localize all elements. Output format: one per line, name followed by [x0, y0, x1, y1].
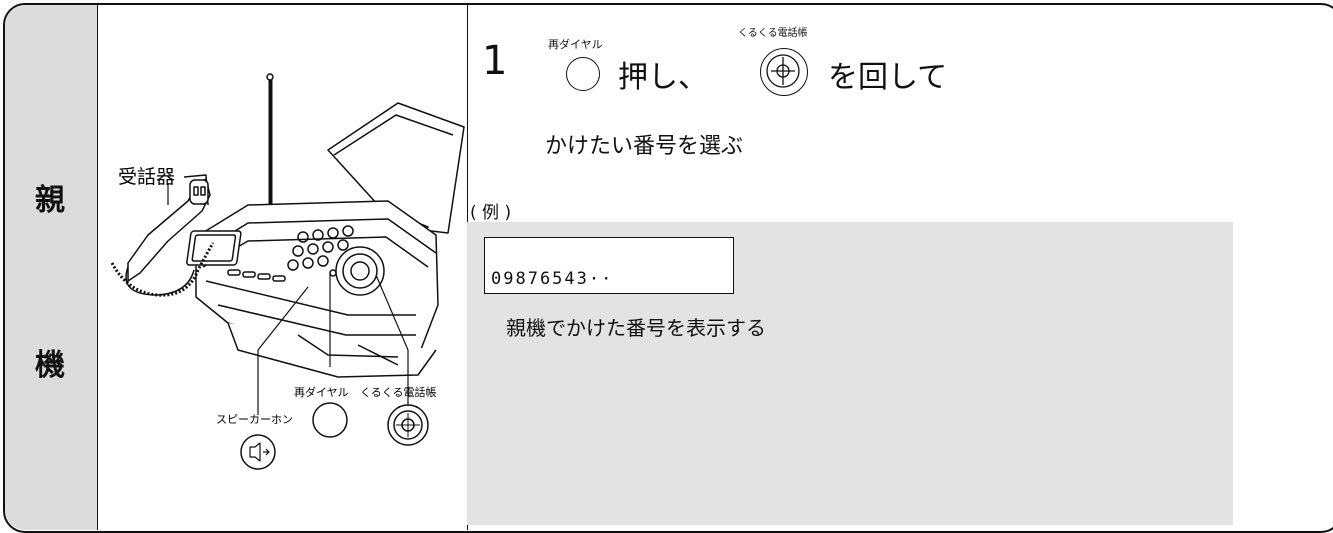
lcd-display: 09876543·· — [484, 237, 734, 294]
display-value: 09876543·· — [491, 269, 614, 289]
redial-label: 再ダイヤル — [294, 385, 349, 399]
jog-dial-icon — [335, 246, 385, 296]
handset-icon — [125, 174, 211, 296]
step-number: 1 — [482, 38, 508, 84]
redial-button-icon[interactable] — [566, 57, 600, 91]
example-label: ( 例 ) — [470, 203, 512, 223]
fax-illustration: 受話器 スピーカーホン 再ダイヤル くるくる電話帳 — [98, 5, 466, 525]
fax-body-icon — [195, 200, 439, 378]
redial-caption: 再ダイヤル — [548, 38, 603, 51]
phonebook-caption: くるくる電話帳 — [738, 28, 808, 39]
side-label-bottom: 機 — [35, 348, 65, 383]
rotate-text: を回して — [828, 60, 948, 95]
handset-label: 受話器 — [118, 166, 175, 188]
speaker-label: スピーカーホン — [216, 413, 293, 426]
coiled-cord-icon — [110, 242, 215, 297]
press-text: 押し、 — [618, 60, 708, 95]
lcd-screen-icon — [186, 230, 242, 266]
antenna-icon — [266, 73, 274, 217]
phonebook-label: くるくる電話帳 — [360, 385, 437, 399]
leader-lines — [167, 183, 409, 415]
step-sub-text: かけたい番号を選ぶ — [545, 134, 744, 159]
speaker-button-icon — [240, 434, 276, 470]
column-divider — [97, 5, 98, 530]
display-note: 親機でかけた番号を表示する — [506, 316, 766, 340]
jog-dial-button-icon[interactable] — [760, 48, 808, 96]
side-label-top: 親 — [35, 183, 65, 218]
phonebook-dial-icon — [387, 404, 429, 446]
side-label-column — [5, 5, 97, 530]
redial-button-icon — [312, 402, 348, 438]
